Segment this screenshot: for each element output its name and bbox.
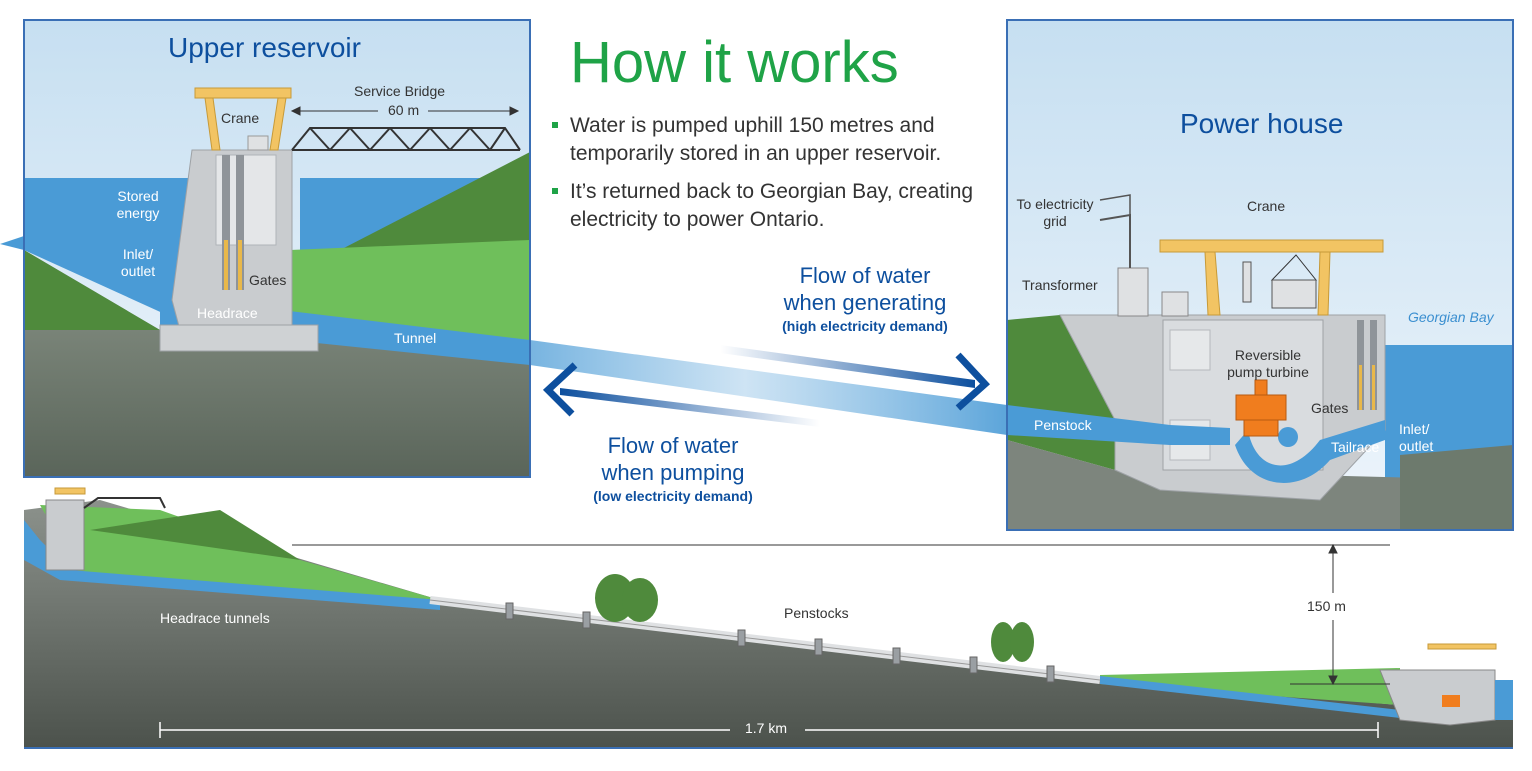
tailrace — [1235, 420, 1385, 483]
pumping-line2: when pumping — [601, 460, 745, 485]
upper-reservoir-title: Upper reservoir — [168, 32, 361, 63]
bullet-text: It’s returned back to Georgian Bay, crea… — [570, 180, 974, 231]
bullet-marker — [552, 188, 558, 194]
generating-flow-label: Flow of water when generating (high elec… — [760, 262, 970, 336]
pumping-note: (low electricity demand) — [593, 488, 753, 504]
generating-note: (high electricity demand) — [782, 318, 948, 334]
bullet-marker — [552, 122, 558, 128]
page-title: How it works — [570, 30, 899, 95]
gates-label: Gates — [249, 272, 287, 288]
pumping-line1: Flow of water — [607, 433, 739, 458]
transformer — [1117, 267, 1149, 317]
bridge-dimension — [290, 106, 520, 116]
reservoir-water — [24, 178, 200, 330]
power-panel-frame — [1006, 19, 1514, 531]
power-crane-label: Crane — [1247, 198, 1286, 214]
to-grid-label: To electricity grid — [1016, 196, 1094, 229]
generating-arrow — [720, 345, 991, 411]
profile-section — [24, 487, 1513, 749]
pumping-flow-label: Flow of water when pumping (low electric… — [568, 432, 778, 506]
upper-reservoir-panel — [0, 20, 530, 477]
flow-beam — [530, 340, 1007, 435]
turbine-icon — [1235, 379, 1287, 437]
service-bridge-label: Service Bridge — [354, 83, 446, 99]
power-inlet-outlet-label: Inlet/ outlet — [1399, 421, 1434, 454]
upper-panel-frame — [23, 19, 531, 478]
power-house-panel — [1007, 20, 1513, 530]
penstock-label: Penstock — [1034, 417, 1092, 433]
trees — [595, 574, 1034, 662]
turbine-label: Reversible pump turbine — [1227, 347, 1309, 380]
height-dimension — [292, 543, 1390, 686]
tailrace-label: Tailrace — [1331, 439, 1380, 455]
generating-line1: Flow of water — [799, 263, 931, 288]
stored-energy-label: Stored energy — [116, 188, 160, 221]
pumping-arrow — [542, 362, 820, 427]
height-label: 150 m — [1307, 598, 1346, 614]
bridge-length-label: 60 m — [388, 102, 420, 118]
bullet-item: It’s returned back to Georgian Bay, crea… — [552, 178, 1010, 234]
bullet-item: Water is pumped uphill 150 metres and te… — [552, 112, 1010, 168]
bullet-text: Water is pumped uphill 150 metres and te… — [570, 114, 942, 165]
power-house-title: Power house — [1180, 108, 1344, 139]
length-label: 1.7 km — [745, 720, 788, 736]
headrace-label: Headrace — [197, 305, 258, 321]
length-dimension — [159, 722, 1379, 738]
tunnel-label: Tunnel — [394, 330, 437, 346]
inlet-outlet-label: Inlet/ outlet — [120, 246, 156, 279]
power-gates-label: Gates — [1311, 400, 1349, 416]
transformer-label: Transformer — [1022, 277, 1098, 293]
crane-label: Crane — [221, 110, 260, 126]
headrace-tunnels-label: Headrace tunnels — [160, 610, 270, 626]
georgian-bay-label: Georgian Bay — [1408, 309, 1494, 325]
power-house-crane — [1159, 239, 1384, 316]
penstocks-label: Penstocks — [784, 605, 849, 621]
upper-crane — [194, 87, 292, 151]
generating-line2: when generating — [783, 290, 947, 315]
service-bridge — [291, 127, 521, 151]
